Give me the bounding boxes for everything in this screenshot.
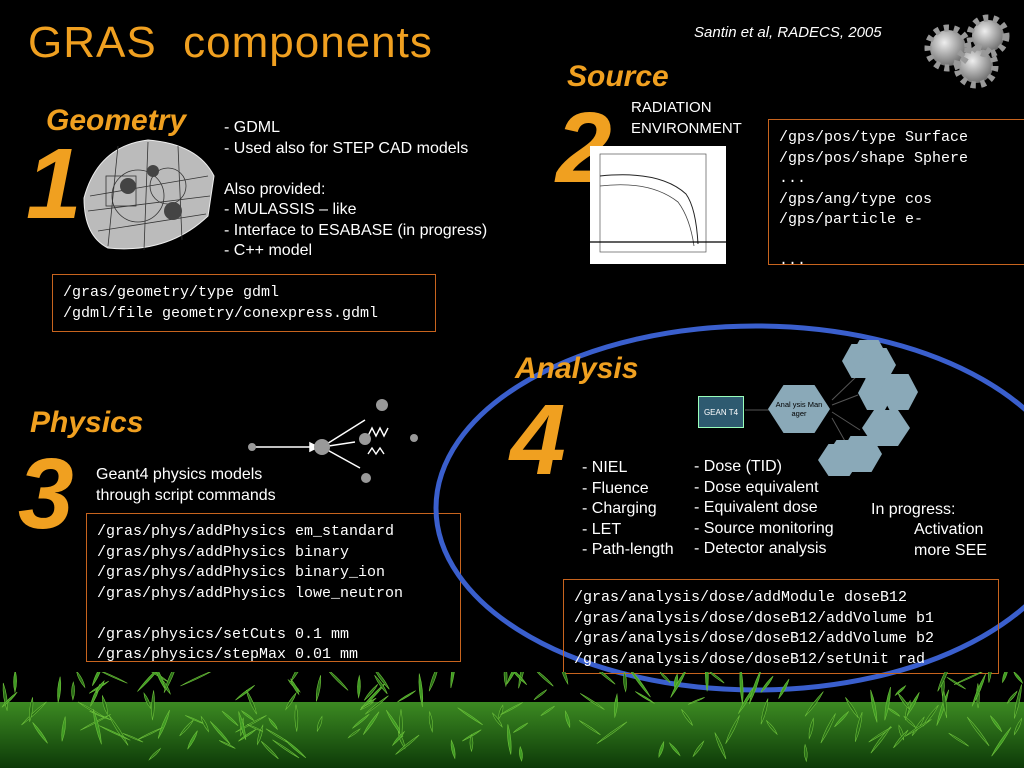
code-line: /gras/physics/setCuts 0.1 mm bbox=[97, 625, 350, 643]
code-line bbox=[779, 231, 1014, 252]
analysis-item: - Fluence bbox=[582, 479, 649, 497]
analysis-item: - Dose equivalent bbox=[694, 478, 819, 496]
analysis-item: - Charging bbox=[582, 500, 657, 517]
source-label: RADIATION ENVIRONMENT bbox=[631, 98, 742, 139]
physics-description: Geant4 physics models through script com… bbox=[96, 465, 276, 506]
analysis-list-2: - Dose (TID) - Dose equivalent - Equival… bbox=[694, 457, 834, 560]
energy-spectrum-image bbox=[590, 146, 726, 264]
analysis-code-box: /gras/analysis/dose/addModule doseB12 /g… bbox=[563, 579, 999, 674]
geometry-bullet: - GDML bbox=[224, 119, 280, 136]
code-line: /gras/phys/addPhysics binary bbox=[97, 543, 350, 561]
code-line: /gras/phys/addPhysics binary_ion bbox=[97, 564, 386, 581]
analysis-item: - Equivalent dose bbox=[694, 499, 818, 516]
source-heading: Source bbox=[567, 60, 669, 93]
geometry-bullet: - Interface to ESABASE (in progress) bbox=[224, 221, 488, 239]
code-line: /gps/particle e- bbox=[779, 211, 924, 228]
code-line: /gps/ang/type cos bbox=[779, 190, 933, 208]
code-line: /gps/pos/type Surface bbox=[779, 129, 969, 146]
geometry-model-image bbox=[83, 139, 215, 251]
code-line: ... bbox=[779, 252, 807, 265]
analysis-item: - Source monitoring bbox=[694, 519, 834, 537]
geant4-box: GEAN T4 bbox=[698, 396, 744, 428]
source-code-box: /gps/pos/type Surface /gps/pos/shape Sph… bbox=[768, 119, 1024, 265]
analysis-item: - Path-length bbox=[582, 541, 674, 558]
physics-heading: Physics bbox=[30, 406, 144, 439]
code-line: /gras/physics/stepMax 0.01 mm bbox=[97, 646, 359, 662]
analysis-diagram-connectors bbox=[745, 374, 861, 451]
in-progress-item: more SEE bbox=[914, 541, 987, 559]
code-line: ... bbox=[779, 170, 807, 187]
code-line bbox=[97, 604, 450, 625]
citation: Santin et al, RADECS, 2005 bbox=[694, 24, 882, 41]
code-line: /gras/phys/addPhysics lowe_neutron bbox=[97, 584, 404, 602]
geometry-bullet bbox=[224, 159, 487, 180]
code-line: /gras/analysis/dose/doseB12/addVolume b2 bbox=[574, 630, 935, 647]
code-line: /gras/phys/addPhysics em_standard bbox=[97, 523, 395, 540]
code-line: /gdml/file geometry/conexpress.gdml bbox=[63, 304, 379, 322]
geometry-bullet: Also provided: bbox=[224, 180, 326, 198]
in-progress-label: In progress: bbox=[871, 501, 956, 518]
physics-desc-line: Geant4 physics models bbox=[96, 466, 263, 483]
code-line: /gras/analysis/dose/doseB12/setUnit rad bbox=[574, 650, 926, 668]
geometry-bullet: - Used also for STEP CAD models bbox=[224, 139, 469, 157]
code-line: /gras/geometry/type gdml bbox=[63, 284, 280, 301]
analysis-module-node bbox=[840, 436, 882, 472]
analysis-item: - Detector analysis bbox=[694, 540, 827, 557]
geometry-bullet: - C++ model bbox=[224, 242, 313, 259]
geometry-bullet: - MULASSIS – like bbox=[224, 201, 357, 218]
analysis-heading: Analysis bbox=[515, 352, 639, 385]
in-progress-item: Activation bbox=[914, 521, 984, 538]
geometry-code-box: /gras/geometry/type gdml /gdml/file geom… bbox=[52, 274, 436, 332]
code-line: /gras/analysis/dose/doseB12/addVolume b1 bbox=[574, 609, 935, 627]
analysis-item: - LET bbox=[582, 520, 622, 538]
code-line: /gps/pos/shape Sphere bbox=[779, 149, 969, 167]
analysis-number: 4 bbox=[510, 384, 566, 496]
analysis-item: - Dose (TID) bbox=[694, 458, 782, 475]
geometry-number: 1 bbox=[26, 128, 82, 240]
analysis-ellipse bbox=[433, 323, 1024, 693]
source-label-line: ENVIRONMENT bbox=[631, 119, 742, 137]
physics-code-box: /gras/phys/addPhysics em_standard /gras/… bbox=[86, 513, 461, 662]
analysis-list-1: - NIEL - Fluence - Charging - LET - Path… bbox=[582, 458, 674, 561]
in-progress-items: Activation more SEE bbox=[914, 520, 987, 561]
source-label-line: RADIATION bbox=[631, 99, 712, 116]
code-line: /gras/analysis/dose/addModule doseB12 bbox=[574, 589, 908, 606]
geometry-bullets: - GDML - Used also for STEP CAD models A… bbox=[224, 118, 487, 262]
particle-interaction-icon bbox=[248, 399, 418, 483]
physics-desc-line: through script commands bbox=[96, 486, 276, 504]
page-title: GRAS components bbox=[28, 18, 433, 67]
physics-number: 3 bbox=[18, 438, 74, 550]
grass-decoration bbox=[0, 672, 1024, 768]
analysis-item: - NIEL bbox=[582, 459, 628, 476]
gears-icon bbox=[924, 14, 1010, 89]
geometry-heading: Geometry bbox=[46, 104, 187, 137]
